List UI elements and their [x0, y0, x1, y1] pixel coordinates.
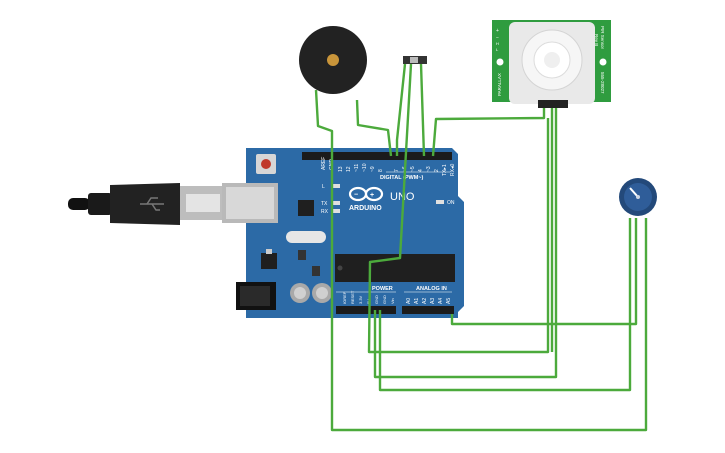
svg-text:A2: A2 [422, 298, 428, 304]
pir-sensor[interactable]: PIR Sensor Rev B 555-28027 PARALLAX + − … [492, 20, 611, 108]
usb-icon [140, 197, 164, 211]
analog-header [402, 306, 454, 314]
svg-text:~11: ~11 [354, 164, 360, 172]
wire-buzzer-gnd [314, 89, 648, 432]
digital-header-label: DIGITAL (PWM~) [380, 175, 424, 181]
wire-pir-out [431, 108, 546, 157]
svg-text:12: 12 [346, 166, 352, 172]
board-brand: ARDUINO [349, 205, 382, 212]
pir-model: Rev B [594, 34, 599, 46]
svg-text:A3: A3 [430, 298, 436, 304]
svg-text:IOREF: IOREF [342, 291, 347, 304]
svg-text:7: 7 [394, 169, 400, 172]
svg-text:~9: ~9 [370, 166, 376, 172]
svg-text:RESET: RESET [350, 290, 355, 304]
svg-text:2: 2 [434, 169, 440, 172]
svg-text:+: + [370, 192, 374, 199]
slide-switch[interactable] [403, 56, 427, 64]
analog-pin-labels: A0 A1 A2 A3 A4 A5 [406, 298, 452, 304]
svg-text:~3: ~3 [426, 166, 432, 172]
svg-text:H: H [496, 41, 499, 46]
svg-text:Vin: Vin [390, 298, 395, 304]
pir-side-marks: + − H L [496, 28, 499, 52]
svg-text:GND: GND [382, 295, 387, 304]
potentiometer[interactable] [619, 178, 657, 216]
wire-switch-a [395, 63, 407, 156]
wire-pir-vcc [373, 108, 558, 379]
status-leds: L TX RX [321, 184, 340, 215]
power-header [336, 306, 396, 314]
svg-text:+: + [496, 28, 499, 34]
wires[interactable] [314, 63, 648, 432]
regulator [261, 253, 277, 269]
svg-text:−: − [354, 192, 358, 199]
pir-part: 555-28027 [600, 72, 605, 94]
wire-switch-c [419, 63, 426, 157]
svg-text:~10: ~10 [362, 163, 368, 172]
svg-text:L: L [322, 184, 325, 190]
usb-cable[interactable] [68, 183, 224, 225]
on-label: ON [447, 200, 455, 206]
pir-brand: PARALLAX [497, 73, 502, 96]
svg-text:A5: A5 [446, 298, 452, 304]
power-header-label: POWER [372, 286, 393, 292]
svg-text:3.3V: 3.3V [358, 295, 363, 304]
svg-text:TX: TX [321, 201, 328, 207]
svg-text:~5: ~5 [410, 166, 416, 172]
pir-top-label: PIR Sensor [600, 26, 605, 50]
analog-header-label: ANALOG IN [416, 286, 447, 292]
svg-text:13: 13 [338, 166, 344, 172]
svg-text:RX◂0: RX◂0 [450, 164, 456, 176]
usb-chip [298, 200, 314, 216]
wire-buzzer-signal [355, 99, 393, 157]
arduino-uno-board[interactable]: AREF GND 13 12 ~11 ~10 ~9 8 7 ~6 ~5 4 ~3… [222, 148, 464, 318]
svg-text:A1: A1 [414, 298, 420, 304]
svg-text:TX▸1: TX▸1 [442, 164, 448, 176]
svg-text:4: 4 [418, 169, 424, 172]
svg-text:A4: A4 [438, 298, 444, 304]
reset-button[interactable] [256, 154, 276, 174]
wire-switch-b [367, 63, 550, 354]
svg-text:RX: RX [321, 209, 329, 215]
crystal [286, 231, 326, 243]
wire-pot-vcc [378, 218, 632, 392]
svg-text:AREF: AREF [321, 157, 327, 170]
piezo-buzzer[interactable] [299, 26, 367, 94]
svg-text:L: L [496, 47, 499, 52]
power-led [436, 200, 444, 204]
svg-text:A0: A0 [406, 298, 412, 304]
digital-header [302, 152, 452, 160]
svg-text:−: − [496, 35, 499, 41]
svg-text:GND: GND [374, 295, 379, 304]
wire-pot-signal [450, 218, 638, 326]
capacitors [290, 283, 332, 303]
svg-text:8: 8 [378, 169, 384, 172]
